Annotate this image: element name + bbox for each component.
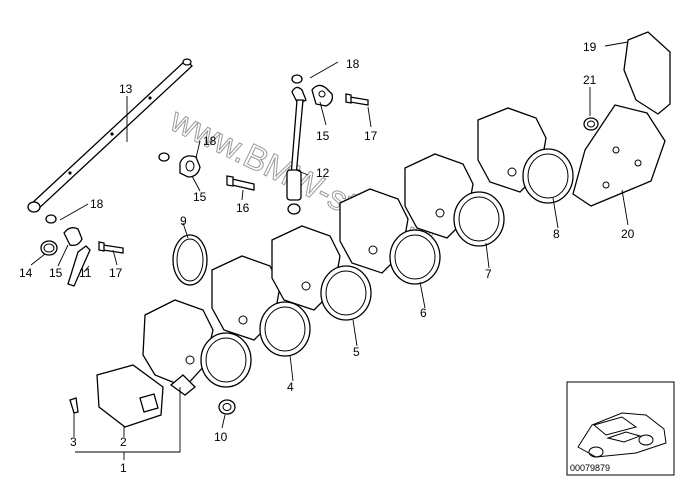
throttle-body-5 (404, 153, 505, 247)
callout-13: 13 (119, 82, 133, 96)
car-icon (577, 412, 667, 458)
throttle-body-1 (142, 299, 252, 396)
callout-7: 7 (485, 267, 492, 281)
callout-20: 20 (621, 227, 635, 241)
callout-10: 10 (214, 430, 228, 444)
callout-9: 9 (180, 214, 187, 228)
throttle-body-4 (339, 188, 441, 285)
callout-17: 17 (364, 129, 378, 143)
throttle-body-6 (477, 107, 574, 204)
lever-mid (158, 152, 255, 191)
callout-15: 15 (316, 129, 330, 143)
gasket-ring (172, 234, 208, 286)
clip-upper (291, 74, 369, 107)
connecting-rod (286, 86, 307, 215)
nut (583, 117, 599, 131)
callout-11: 11 (79, 266, 92, 280)
throttle-sensor (69, 364, 236, 428)
bracket (572, 104, 666, 207)
callout-21: 21 (583, 73, 597, 87)
callout-19: 19 (583, 40, 597, 54)
callout-labels: 13 18 15 17 18 12 15 16 18 9 14 15 11 17… (19, 40, 635, 475)
vehicle-thumbnail: 00079879 (566, 381, 675, 476)
callout-17: 17 (109, 266, 123, 280)
callout-14: 14 (19, 266, 33, 280)
callout-18: 18 (90, 197, 104, 211)
callout-18: 18 (346, 57, 360, 71)
throttle-body-2 (211, 255, 311, 357)
callout-12: 12 (316, 166, 330, 180)
callout-15: 15 (49, 266, 63, 280)
callout-3: 3 (70, 435, 77, 449)
callout-6: 6 (420, 306, 427, 320)
cover (623, 31, 671, 115)
callout-16: 16 (236, 201, 250, 215)
callout-2: 2 (120, 435, 127, 449)
leader-lines (30, 41, 629, 460)
throttle-body-3 (271, 225, 372, 321)
callout-8: 8 (553, 227, 560, 241)
callout-4: 4 (287, 380, 294, 394)
callout-15: 15 (193, 190, 207, 204)
callout-1: 1 (120, 461, 127, 475)
catalog-number: 00079879 (570, 463, 610, 473)
callout-18: 18 (203, 134, 217, 148)
linkage-shaft (27, 58, 193, 213)
callout-5: 5 (353, 345, 360, 359)
small-parts-left (40, 214, 124, 287)
